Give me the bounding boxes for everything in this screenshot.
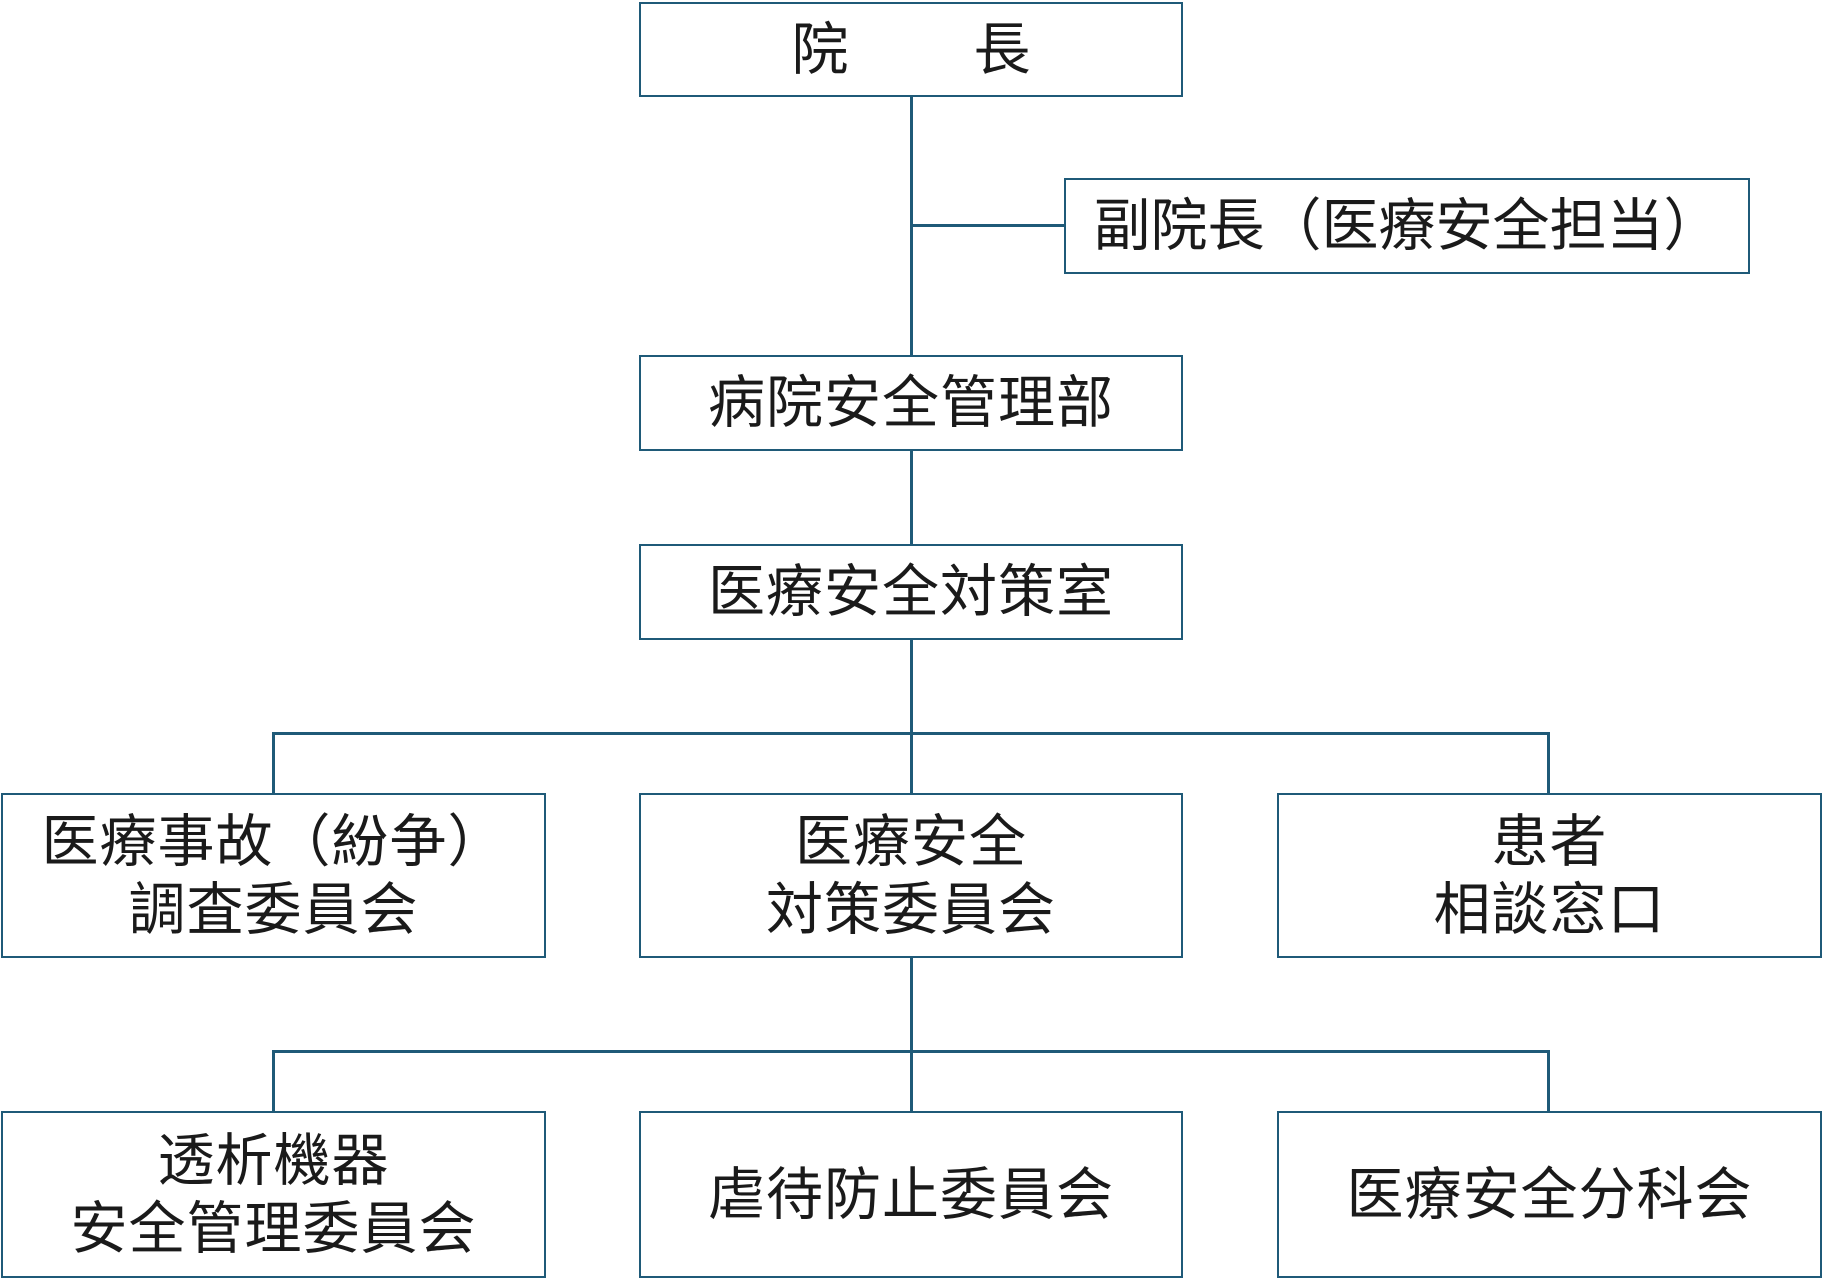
connector-level4-left-drop <box>272 1050 275 1112</box>
connector-level4-right-drop <box>1547 1050 1550 1112</box>
patient-consultation-box: 患者 相談窓口 <box>1277 793 1822 958</box>
abuse-prevention-committee-label: 虐待防止委員会 <box>708 1161 1114 1228</box>
safety-office-box: 医療安全対策室 <box>639 544 1183 640</box>
connector-level3-left-drop <box>272 732 275 794</box>
dialysis-equipment-committee-line1: 透析機器 <box>157 1127 390 1194</box>
safety-office-label: 医療安全対策室 <box>708 559 1114 625</box>
connector-department-to-office <box>910 450 913 545</box>
safety-subcommittee-label: 医療安全分科会 <box>1346 1161 1753 1228</box>
safety-department-box: 病院安全管理部 <box>639 355 1183 451</box>
director-label: 院 長 <box>791 16 1065 83</box>
dialysis-equipment-committee-box: 透析機器 安全管理委員会 <box>1 1111 546 1278</box>
safety-measures-committee-line2: 対策委員会 <box>766 876 1056 943</box>
safety-measures-committee-line1: 医療安全 <box>795 808 1027 875</box>
safety-measures-committee-box: 医療安全 対策委員会 <box>639 793 1183 958</box>
dialysis-equipment-committee-line2: 安全管理委員会 <box>70 1195 477 1262</box>
connector-office-trunk <box>910 639 913 794</box>
connector-level3-bus <box>272 732 1550 735</box>
abuse-prevention-committee-box: 虐待防止委員会 <box>639 1111 1183 1278</box>
accident-investigation-committee-box: 医療事故（紛争） 調査委員会 <box>1 793 546 958</box>
connector-level4-bus <box>272 1050 1550 1053</box>
connector-vice-director-branch <box>910 224 1066 227</box>
safety-subcommittee-box: 医療安全分科会 <box>1277 1111 1822 1278</box>
patient-consultation-line2: 相談窓口 <box>1433 876 1666 943</box>
accident-investigation-committee-line1: 医療事故（紛争） <box>41 808 506 875</box>
director-box: 院 長 <box>639 2 1183 97</box>
connector-committee-trunk <box>910 957 913 1112</box>
safety-department-label: 病院安全管理部 <box>708 370 1114 436</box>
vice-director-box: 副院長（医療安全担当） <box>1064 178 1750 274</box>
vice-director-label: 副院長（医療安全担当） <box>1093 193 1721 259</box>
accident-investigation-committee-line2: 調査委員会 <box>128 876 419 943</box>
patient-consultation-line1: 患者 <box>1491 808 1608 875</box>
connector-level3-right-drop <box>1547 732 1550 794</box>
